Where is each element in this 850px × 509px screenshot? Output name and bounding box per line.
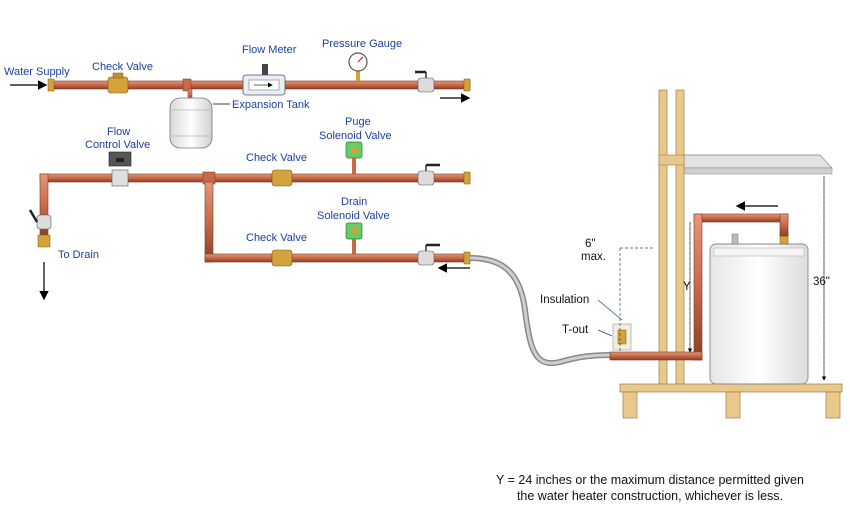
stud-right (675, 89, 685, 387)
label-t-out: T-out (562, 324, 589, 336)
stud-left (658, 89, 668, 387)
solenoid-valve-icon[interactable] (345, 222, 363, 254)
footnote: Y = 24 inches or the maximum distance pe… (470, 472, 830, 504)
label-purge-1: Puge (345, 116, 371, 128)
label-insulation: Insulation (540, 294, 589, 306)
solenoid-valve-icon[interactable] (345, 141, 363, 174)
pressure-gauge-icon (348, 52, 368, 81)
label-check-valve-top: Check Valve (92, 61, 153, 73)
supply-line (10, 52, 471, 149)
label-drain-2: Solenoid Valve (317, 210, 390, 222)
t-out-fitting (612, 323, 632, 351)
label-check-valve-low: Check Valve (246, 232, 307, 244)
purge-line (28, 141, 471, 301)
platform (619, 383, 843, 393)
countertop (679, 154, 833, 169)
label-check-valve-mid: Check Valve (246, 152, 307, 164)
label-flow-meter: Flow Meter (242, 44, 297, 56)
flow-meter-icon[interactable] (242, 64, 286, 96)
ball-valve-icon[interactable] (415, 70, 435, 93)
ball-valve-icon[interactable] (417, 163, 440, 186)
label-expansion-tank: Expansion Tank (232, 99, 310, 111)
ball-valve-icon[interactable] (417, 243, 440, 266)
water-heater-icon (709, 233, 809, 385)
water-heater-assembly (597, 89, 843, 419)
label-six-inch-2: max. (581, 251, 606, 263)
label-purge-2: Solenoid Valve (319, 130, 392, 142)
label-six-inch-1: 6" (585, 238, 595, 250)
label-drain-1: Drain (341, 196, 367, 208)
label-to-drain: To Drain (58, 249, 99, 261)
footnote-line-1: Y = 24 inches or the maximum distance pe… (496, 473, 804, 487)
label-water-supply: Water Supply (4, 66, 70, 78)
check-valve-icon[interactable] (107, 72, 129, 94)
label-36-inch: 36" (813, 276, 830, 288)
drain-valve-icon[interactable] (28, 209, 52, 230)
check-valve-icon[interactable] (271, 169, 293, 187)
expansion-tank-icon (169, 97, 213, 149)
label-y: Y (683, 281, 691, 293)
label-flow-control-2: Control Valve (85, 139, 150, 151)
return-hose (469, 255, 613, 367)
check-valve-icon[interactable] (271, 249, 293, 267)
return-line (204, 181, 613, 367)
label-flow-control-1: Flow (107, 126, 130, 138)
label-pressure-gauge: Pressure Gauge (322, 38, 402, 50)
footnote-line-2: the water heater construction, whichever… (516, 489, 784, 503)
flow-control-valve-icon[interactable] (108, 151, 132, 187)
